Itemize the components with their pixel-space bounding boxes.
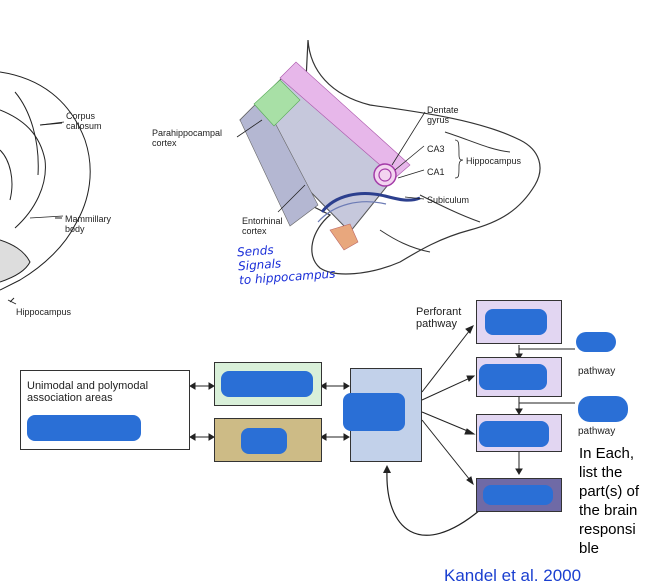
redaction-mark: [479, 421, 549, 447]
pathway-label-1: pathway: [578, 366, 616, 377]
subiculum-label: Subiculum: [427, 195, 470, 205]
entorhinal-cortex-label: Entorhinal cortex: [242, 216, 283, 236]
mammillary-body-label: Mammillary body: [65, 214, 111, 234]
redaction-mark: [483, 485, 553, 505]
target-box-1: [476, 300, 562, 344]
redaction-mark: [27, 415, 141, 441]
redaction-mark: [221, 371, 313, 397]
association-areas-label: Unimodal and polymodal association areas: [27, 380, 149, 404]
ca3-label: CA3: [427, 144, 445, 154]
redaction-mark: [576, 332, 616, 352]
association-areas-box: Unimodal and polymodal association areas: [20, 370, 190, 450]
corpus-callosum-label: Corpus callosum: [66, 111, 102, 131]
medial-brain-drawing: [0, 71, 91, 303]
flow-arrows: [189, 325, 575, 486]
target-box-2: [476, 357, 562, 397]
ca1-label: CA1: [427, 167, 445, 177]
dentate-gyrus-label: Dentate gyrus: [427, 105, 459, 125]
target-box-3: [476, 414, 562, 452]
hippocampus-left-label: Hippocampus: [16, 307, 72, 317]
redaction-mark: [343, 393, 405, 431]
target-box-4: [476, 478, 562, 512]
central-box: [343, 368, 422, 462]
credit-citation: Kandel et al. 2000: [444, 566, 582, 585]
parahippocampal-cortex-label: Parahippocampal cortex: [152, 128, 223, 148]
redaction-mark: [479, 364, 547, 390]
hippocampal-formation-drawing: [239, 39, 541, 275]
redaction-mark: [485, 309, 547, 335]
mid-box-upper: [214, 362, 322, 406]
hippocampus-center-label: Hippocampus: [466, 156, 522, 166]
pathway-label-2: pathway: [578, 426, 616, 437]
mid-box-lower: [214, 418, 322, 462]
handwritten-annotation: Sends Signals to hippocampus: [236, 242, 336, 288]
redaction-mark: [578, 396, 628, 422]
perforant-pathway-label: Perforant pathway: [416, 306, 462, 330]
redaction-mark: [241, 428, 287, 454]
instruction-note: In Each, list the part(s) of the brain r…: [579, 445, 640, 557]
